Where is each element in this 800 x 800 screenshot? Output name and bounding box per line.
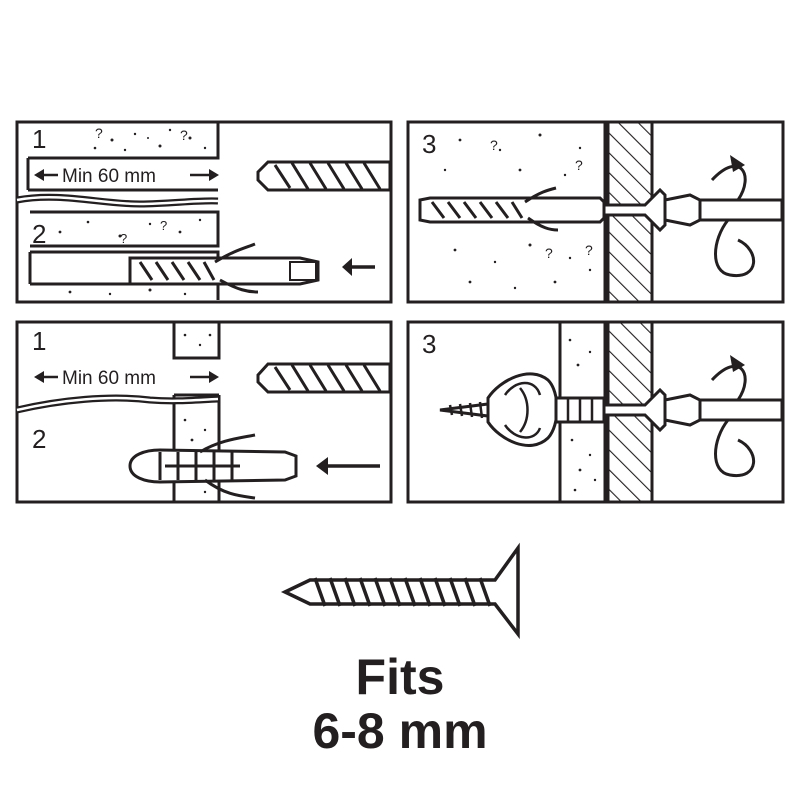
step-number: 3	[422, 329, 436, 359]
step-number: 3	[422, 129, 436, 159]
insert-arrow-icon	[342, 258, 375, 276]
insert-arrow-icon	[316, 457, 380, 475]
svg-text:?: ?	[545, 245, 553, 261]
step-number: 2	[32, 219, 46, 249]
step-number: 1	[32, 326, 46, 356]
dimension-label: Min 60 mm	[62, 368, 156, 389]
panel-bottom-left: Min 60 mm 1 2	[15, 320, 393, 504]
svg-text:?: ?	[575, 157, 583, 173]
fits-caption-line1: Fits	[355, 649, 445, 705]
step-number: 2	[32, 424, 46, 454]
svg-text:?: ?	[180, 127, 188, 143]
svg-text:?: ?	[120, 231, 127, 246]
screwdriver-icon	[602, 155, 784, 278]
fits-caption-line2: 6-8 mm	[312, 703, 488, 759]
step-number: 1	[32, 124, 46, 154]
svg-text:?: ?	[585, 242, 593, 258]
svg-text:?: ?	[160, 218, 167, 233]
svg-text:?: ?	[95, 125, 103, 141]
screw-icon	[280, 542, 520, 640]
wall-plug-icon	[128, 433, 298, 500]
wall-block: ? ? ? ?	[26, 120, 220, 300]
drill-bit-icon	[256, 160, 392, 192]
wall-plug-icon	[418, 186, 606, 232]
screwdriver-icon	[602, 355, 784, 478]
panel-top-right: ? ? ? ? 3	[406, 120, 785, 304]
svg-text:?: ?	[490, 137, 498, 153]
wall-plug-icon	[128, 242, 320, 294]
panel-bottom-right: 3	[406, 320, 785, 504]
panel-top-left: ? ? ? ? Min 60 mm 1 2	[15, 120, 393, 304]
dimension-label: Min 60 mm	[62, 166, 156, 187]
drill-bit-icon	[256, 362, 392, 394]
